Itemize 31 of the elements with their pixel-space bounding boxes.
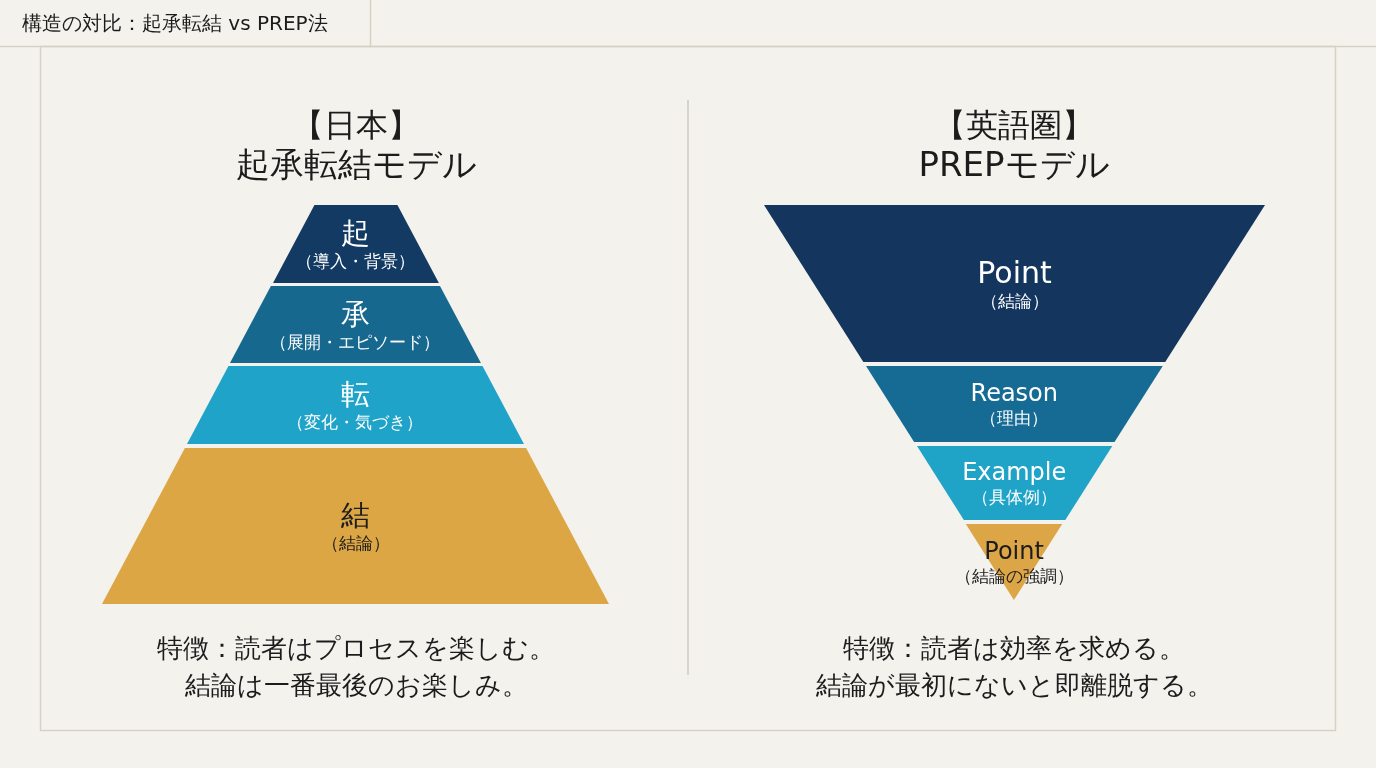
tier-subtitle: （理由） <box>980 408 1049 429</box>
tier-title: 転 <box>341 377 370 413</box>
feature-note: 結論は一番最後のお楽しみ。 <box>184 668 528 702</box>
tier-subtitle: （結論） <box>321 533 390 554</box>
section-heading: 【日本】 <box>292 105 420 145</box>
tier-title: Point <box>977 255 1052 292</box>
tier-title: Point <box>984 537 1044 567</box>
pyramid-tier <box>272 205 439 283</box>
feature-note: 特徴：読者はプロセスを楽しむ。 <box>157 631 555 665</box>
page-title: 構造の対比：起承転結 vs PREP法 <box>22 10 328 37</box>
pyramid-tier <box>187 366 524 444</box>
tier-subtitle: （結論） <box>980 291 1049 312</box>
pyramid-tier <box>230 286 481 363</box>
feature-note: 結論が最初にないと即離脱する。 <box>815 668 1213 702</box>
tier-subtitle: （変化・気づき） <box>287 412 424 433</box>
tier-title: Reason <box>970 379 1058 409</box>
pyramid-tier <box>102 448 609 604</box>
tier-subtitle: （導入・背景） <box>296 251 415 272</box>
tier-title: 承 <box>341 296 370 332</box>
tier-title: 結 <box>341 498 370 534</box>
tier-title: Example <box>962 458 1067 488</box>
section-heading: 【英語圏】 <box>934 105 1094 145</box>
section-subheading: 起承転結モデル <box>235 142 477 186</box>
feature-note: 特徴：読者は効率を求める。 <box>843 631 1185 665</box>
section-subheading: PREPモデル <box>918 142 1110 186</box>
tier-title: 起 <box>341 216 370 252</box>
funnel-tier <box>865 366 1163 442</box>
funnel-tier <box>916 446 1112 520</box>
tier-subtitle: （展開・エピソード） <box>270 331 441 353</box>
tier-subtitle: （具体例） <box>971 487 1057 508</box>
funnel-tier <box>764 205 1265 362</box>
